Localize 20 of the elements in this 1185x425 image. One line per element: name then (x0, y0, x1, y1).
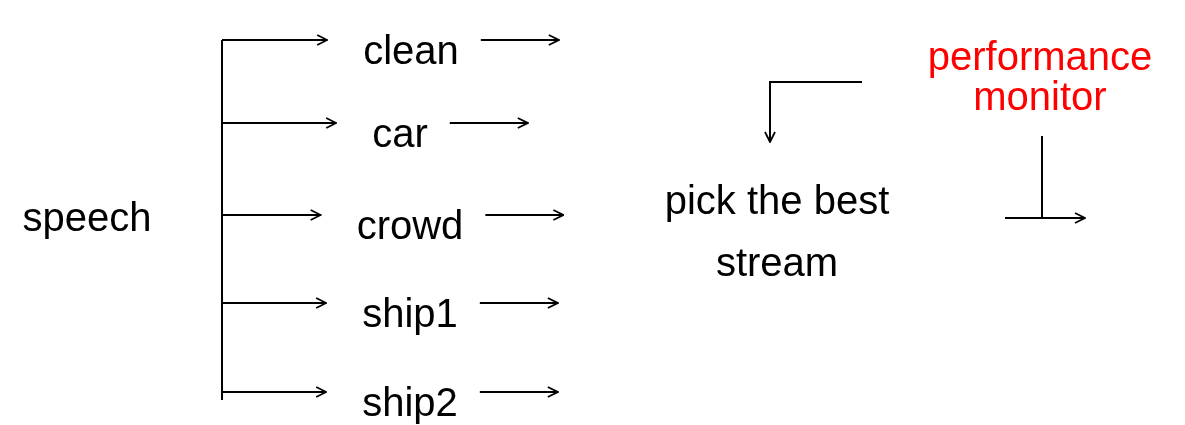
node-label: pick the best stream (661, 169, 893, 293)
arrow (478, 297, 559, 309)
arrow (479, 34, 560, 46)
arrow (478, 386, 559, 398)
arrow (221, 117, 338, 129)
node-label: ship2 (362, 371, 458, 425)
node-label: ship1 (362, 282, 458, 344)
arrow (448, 117, 529, 129)
node-label: crowd (356, 194, 464, 256)
node-label: car (372, 102, 428, 164)
arrow (221, 297, 328, 309)
arrow (221, 209, 322, 221)
arrow (1004, 135, 1086, 224)
node-label: clean (363, 19, 459, 81)
arrow (221, 386, 328, 398)
arrow (484, 209, 565, 221)
node-label: performance monitor (920, 36, 1160, 116)
arrow (764, 81, 863, 143)
arrow (221, 34, 329, 46)
node-label: speech (22, 186, 152, 248)
